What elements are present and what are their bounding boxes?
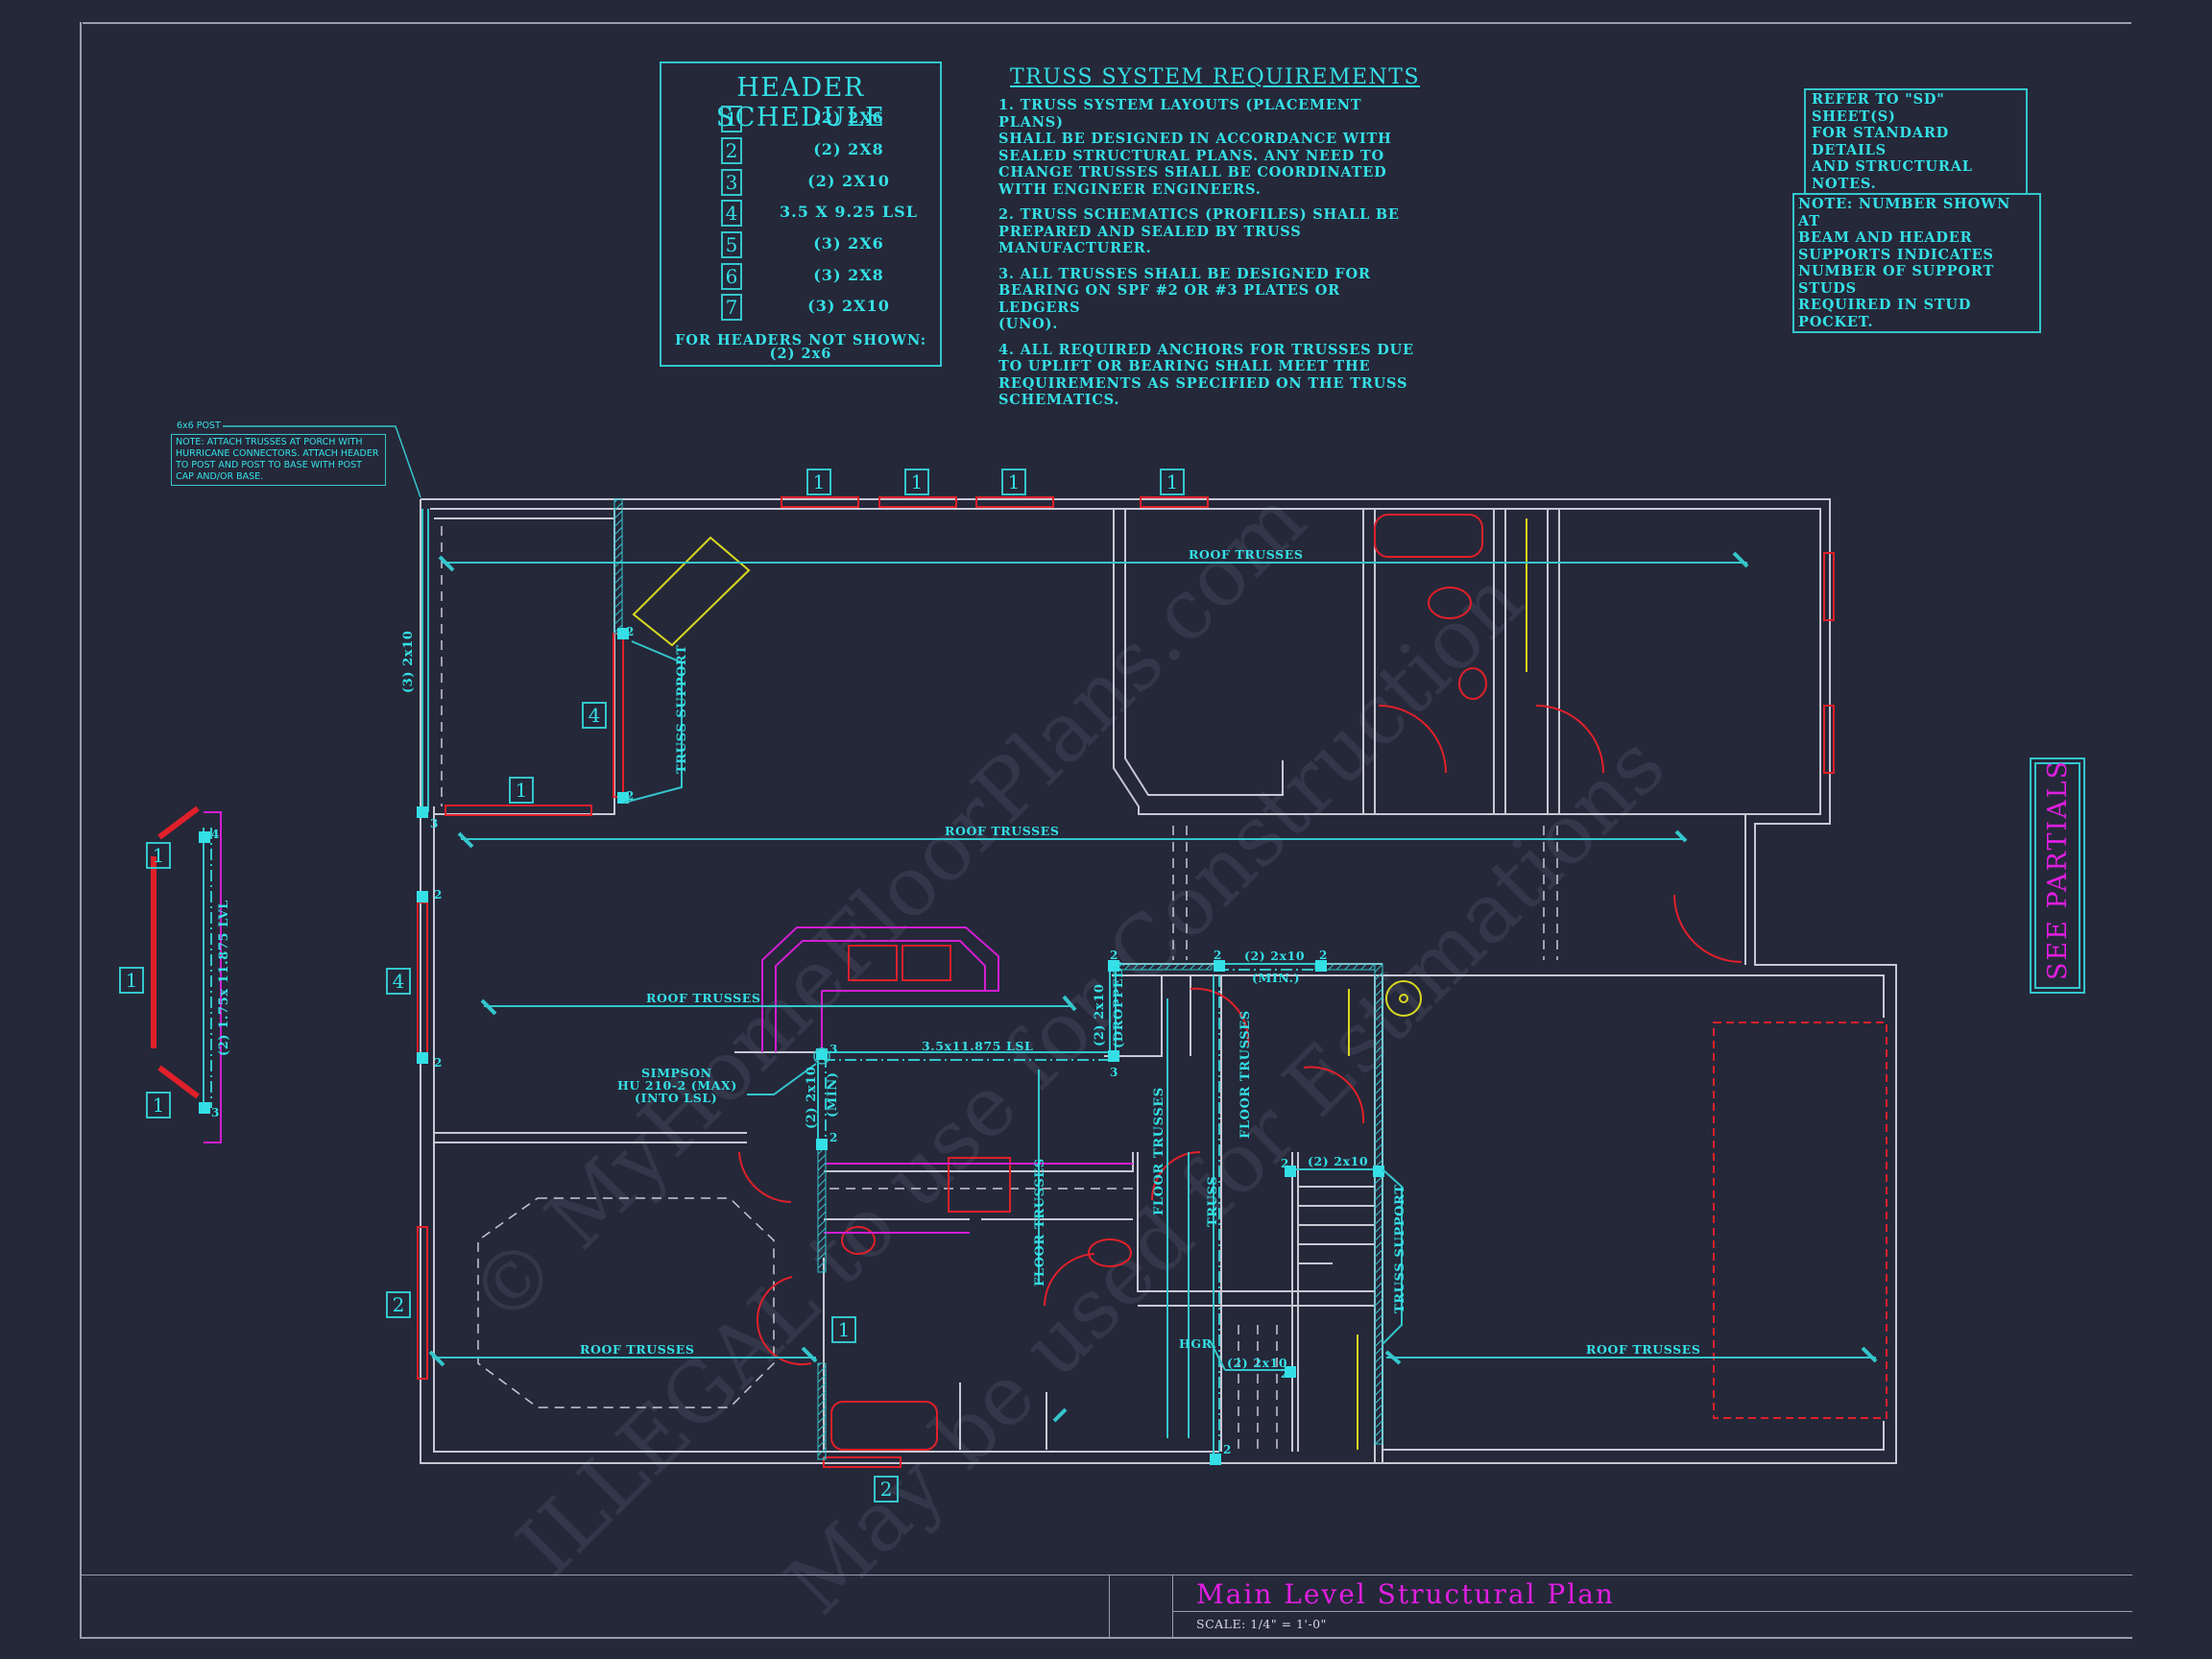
stud-count: 3	[211, 1106, 220, 1119]
dashed-lines	[441, 517, 1558, 1450]
header-schedule-footer-value: (2) 2x6	[769, 346, 832, 362]
porch-beam-label: (3) 2x10	[401, 630, 416, 693]
sheet-border-top	[83, 22, 2131, 24]
header-schedule-footer: FOR HEADERS NOT SHOWN:	[674, 332, 927, 349]
truss-requirements-title: TRUSS SYSTEM REQUIREMENTS	[1010, 65, 1421, 89]
stud-count: 2	[1223, 1443, 1232, 1456]
simpson-label-1: SIMPSON	[641, 1066, 712, 1080]
floor-trusses-label: FLOOR TRUSSES	[1238, 1010, 1253, 1139]
truss-spans	[428, 551, 1878, 1438]
header-schedule-row: 7 (3) 2X10	[661, 294, 940, 323]
porch-note: NOTE: ATTACH TRUSSES AT PORCH WITH HURRI…	[171, 434, 386, 486]
header-tag: 4	[386, 968, 411, 995]
hanger-label: HGR.	[1179, 1336, 1217, 1351]
header-schedule-row: 6 (3) 2X8	[661, 263, 940, 292]
header-schedule: HEADER SCHEDULE 1 (2) 2X6 2 (2) 2X8 3 (2…	[660, 61, 942, 367]
truss-requirement-item: 3. ALL TRUSSES SHALL BE DESIGNED FOR BEA…	[998, 265, 1371, 333]
walls	[420, 498, 1897, 1464]
header-tag: 1	[146, 1092, 171, 1118]
post-label: 6x6 POST	[177, 421, 221, 431]
porch-note-leader	[223, 425, 421, 498]
header-schedule-row: 4 3.5 X 9.25 LSL	[661, 200, 940, 228]
header-schedule-title: HEADER SCHEDULE	[715, 73, 886, 132]
stud-count: 2	[434, 888, 443, 902]
header-tag: 1	[509, 777, 534, 804]
stud-count: 2	[1110, 949, 1118, 962]
sheet-border-left	[80, 22, 82, 1638]
header-schedule-row: 5 (3) 2X6	[661, 231, 940, 260]
header-tag: 1	[831, 1316, 856, 1343]
header-schedule-row: 3 (2) 2X10	[661, 169, 940, 198]
header-tag: 1	[1001, 469, 1026, 495]
header-tag: 2	[386, 1291, 411, 1318]
simpson-label-3: (INTO LSL)	[635, 1091, 718, 1105]
stud-count: 2	[1214, 949, 1222, 962]
bay-beam-label: (2) 1.75x 11.875 LVL	[217, 900, 231, 1056]
beams	[203, 509, 1375, 1463]
header-tag: 1	[806, 469, 831, 495]
stud-count: 3	[1110, 1066, 1118, 1079]
kitchen-counter	[204, 811, 1133, 1234]
refer-sd-note: REFER TO "SD" SHEET(S) FOR STANDARD DETA…	[1804, 88, 2028, 195]
title-block-divider-1	[1109, 1575, 1110, 1638]
support-studs-note: NOTE: NUMBER SHOWN AT BEAM AND HEADER SU…	[1792, 193, 2041, 333]
header-tag: 4	[582, 702, 607, 729]
stud-count: 2	[1319, 949, 1328, 962]
sheet-border-bottom	[80, 1637, 2132, 1639]
floor-trusses-label: FLOOR TRUSSES	[1152, 1087, 1166, 1215]
dropped-beam-label: (2) 2x10	[1093, 983, 1107, 1046]
sheet-scale: SCALE: 1/4" = 1'-0"	[1196, 1617, 1327, 1631]
stud-count: 2	[1281, 1157, 1289, 1170]
header-tag: 1	[146, 842, 171, 869]
stud-count: 3	[430, 817, 439, 830]
truss-requirement-item: 4. ALL REQUIRED ANCHORS FOR TRUSSES DUE …	[998, 341, 1414, 409]
stud-count: 2	[434, 1056, 443, 1070]
min-beam-label: (2) 2x10	[805, 1066, 819, 1129]
stair-beam-top-label: (2) 2x10	[1308, 1154, 1369, 1168]
header-schedule-row: 2 (2) 2X8	[661, 137, 940, 166]
title-block-divider-2	[1172, 1575, 1173, 1638]
dropped-beam-sublabel: (DROPPED)	[1112, 960, 1126, 1048]
truss-support-label: TRUSS SUPPORT	[675, 644, 689, 774]
truss-requirement-item: 1. TRUSS SYSTEM LAYOUTS (PLACEMENT PLANS…	[998, 97, 1392, 198]
truss-label: TRUSS	[1206, 1175, 1220, 1227]
stud-count: 3	[830, 1043, 838, 1056]
simpson-label-2: HU 210-2 (MAX)	[617, 1078, 737, 1093]
floor-trusses-label: FLOOR TRUSSES	[1033, 1158, 1047, 1286]
top-beam-min-label: (MIN.)	[1252, 971, 1301, 985]
stair-beam-bottom-label: (2) 2x10	[1227, 1356, 1288, 1370]
header-schedule-row: 1 (2) 2X6	[661, 106, 940, 134]
roof-trusses-label: ROOF TRUSSES	[580, 1342, 695, 1357]
roof-trusses-label: ROOF TRUSSES	[1586, 1342, 1701, 1357]
roof-trusses-label: ROOF TRUSSES	[1189, 547, 1304, 562]
header-tag: 1	[1160, 469, 1185, 495]
truss-requirements: TRUSS SYSTEM REQUIREMENTS 1. TRUSS SYSTE…	[998, 65, 1421, 418]
min-beam-sublabel: (MIN)	[826, 1071, 840, 1118]
truss-requirement-item: 2. TRUSS SCHEMATICS (PROFILES) SHALL BE …	[998, 206, 1400, 256]
header-tag: 2	[874, 1476, 899, 1503]
support-posts	[199, 628, 1384, 1465]
stud-count: 2	[626, 625, 635, 638]
title-block-mid	[1172, 1611, 2132, 1612]
stud-count: 2	[1281, 1367, 1289, 1381]
sheet-title: Main Level Structural Plan	[1196, 1578, 1615, 1610]
truss-support-label: TRUSS SUPPORT	[1393, 1184, 1407, 1313]
lsl-beam-label: 3.5x11.875 LSL	[922, 1039, 1034, 1053]
header-tag: 1	[119, 967, 144, 994]
see-partials-stamp: SEE PARTIALS	[2030, 757, 2085, 994]
top-beam-label: (2) 2x10	[1244, 949, 1306, 963]
roof-trusses-label: ROOF TRUSSES	[646, 991, 761, 1005]
roof-trusses-label: ROOF TRUSSES	[945, 824, 1060, 838]
stud-count: 2	[830, 1131, 838, 1144]
stud-count: 2	[626, 789, 635, 803]
stud-count: 4	[211, 828, 220, 841]
header-tag: 1	[904, 469, 929, 495]
